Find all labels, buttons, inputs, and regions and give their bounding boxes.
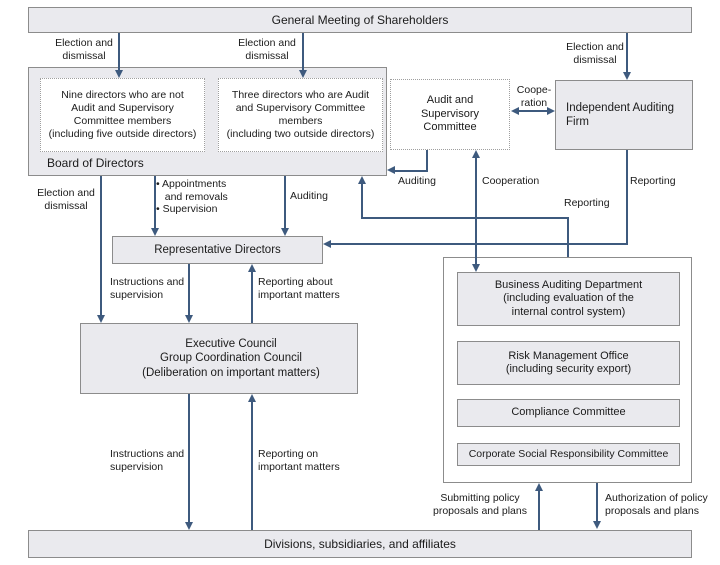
edge-label: Auditing <box>290 190 328 202</box>
csr-committee-box: Corporate Social Responsibility Committe… <box>457 443 680 466</box>
arrow-line <box>188 264 190 315</box>
independent-auditing-firm-box: Independent Auditing Firm <box>555 80 693 150</box>
arrow-line <box>395 170 428 172</box>
executive-council-box: Executive Council Group Coordination Cou… <box>80 323 358 394</box>
arrowhead-down-icon <box>299 70 307 78</box>
arrowhead-up-icon <box>472 150 480 158</box>
arrow-line <box>154 176 156 228</box>
general-meeting-box: General Meeting of Shareholders <box>28 7 692 33</box>
arrowhead-down-icon <box>185 315 193 323</box>
arrow-line <box>284 176 286 228</box>
arrow-line <box>538 491 540 530</box>
arrow-line <box>426 150 428 172</box>
arrowhead-down-icon <box>593 521 601 529</box>
audit-supervisory-committee-box: Audit and Supervisory Committee <box>390 79 510 150</box>
representative-directors-box: Representative Directors <box>112 236 323 264</box>
arrowhead-left-icon <box>387 166 395 174</box>
edge-label: Election and dismissal <box>238 37 296 62</box>
board-of-directors-label: Board of Directors <box>47 156 144 170</box>
business-auditing-box: Business Auditing Department (including … <box>457 272 680 326</box>
compliance-committee-box: Compliance Committee <box>457 399 680 427</box>
arrow-line <box>519 110 547 112</box>
arrow-line <box>626 150 628 245</box>
arrowhead-up-icon <box>248 264 256 272</box>
arrowhead-up-icon <box>535 483 543 491</box>
non-audit-directors-box: Nine directors who are not Audit and Sup… <box>40 78 205 152</box>
arrowhead-left-icon <box>511 107 519 115</box>
edge-label: Submitting policy proposals and plans <box>433 492 527 517</box>
arrowhead-up-icon <box>358 176 366 184</box>
arrowhead-right-icon <box>547 107 555 115</box>
edge-label: Reporting <box>630 175 676 187</box>
arrowhead-down-icon <box>115 70 123 78</box>
arrowhead-down-icon <box>623 72 631 80</box>
edge-label: Election and dismissal <box>55 37 113 62</box>
arrowhead-left-icon <box>323 240 331 248</box>
arrow-line <box>626 33 628 72</box>
edge-label: Auditing <box>398 175 436 187</box>
arrowhead-down-icon <box>281 228 289 236</box>
edge-label: Election and dismissal <box>37 187 95 212</box>
edge-label: Reporting on important matters <box>258 448 340 473</box>
edge-label: Election and dismissal <box>566 41 624 66</box>
arrow-line <box>596 483 598 521</box>
arrowhead-down-icon <box>97 315 105 323</box>
arrow-line <box>361 217 569 219</box>
edge-label: Reporting <box>564 197 610 209</box>
edge-label: Instructions and supervision <box>110 276 185 301</box>
arrow-line <box>100 176 102 315</box>
arrow-line <box>251 272 253 323</box>
arrow-line <box>302 33 304 70</box>
arrowhead-down-icon <box>185 522 193 530</box>
divisions-box: Divisions, subsidiaries, and affiliates <box>28 530 692 558</box>
arrowhead-up-icon <box>248 394 256 402</box>
arrow-line <box>567 217 569 257</box>
arrow-line <box>331 243 628 245</box>
edge-label: Cooperation <box>482 175 540 187</box>
edge-label: • Appointments and removals • Supervisio… <box>156 178 228 216</box>
arrow-line <box>361 184 363 219</box>
edge-label: Coope- ration <box>516 84 552 109</box>
arrowhead-down-icon <box>151 228 159 236</box>
edge-label: Authorization of policy proposals and pl… <box>605 492 708 517</box>
audit-directors-box: Three directors who are Audit and Superv… <box>218 78 383 152</box>
arrow-line <box>118 33 120 70</box>
edge-label: Instructions and supervision <box>110 448 185 473</box>
risk-management-box: Risk Management Office (including securi… <box>457 341 680 385</box>
edge-label: Reporting about important matters <box>258 276 340 301</box>
arrow-line <box>251 402 253 530</box>
arrowhead-down-icon <box>472 264 480 272</box>
arrow-line <box>188 394 190 522</box>
arrow-line <box>475 158 477 264</box>
